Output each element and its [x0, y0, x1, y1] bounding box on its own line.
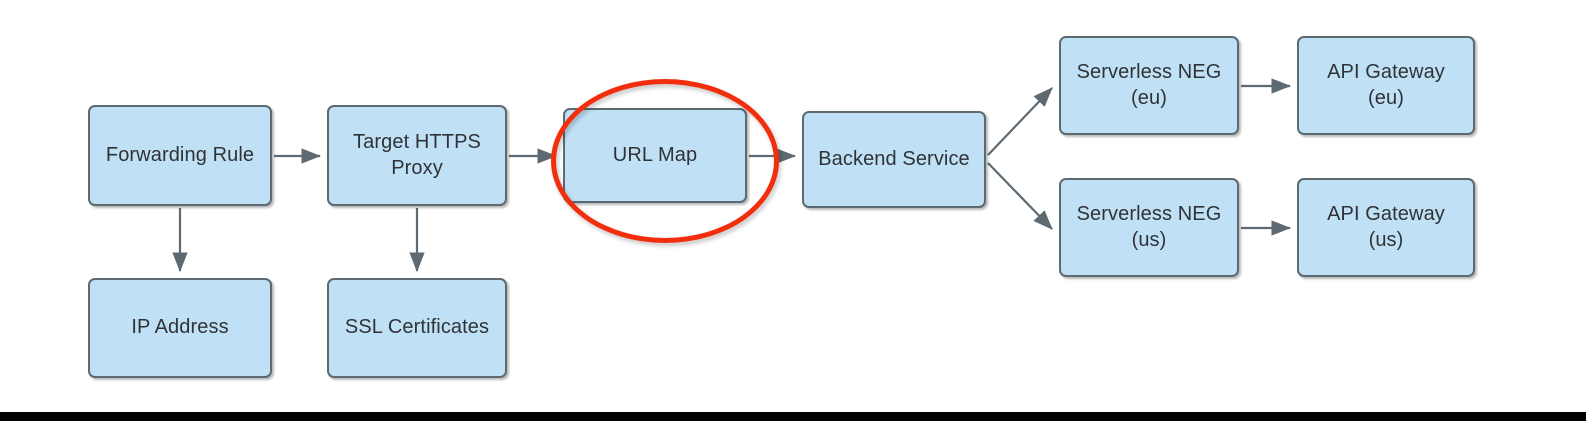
- node-serverless-neg-us[interactable]: Serverless NEG (us): [1059, 178, 1239, 277]
- edge-backend-service-to-serverless-neg-eu: [987, 87, 1053, 156]
- node-label-api-gateway-us: API Gateway (us): [1327, 202, 1445, 251]
- node-target-https-proxy[interactable]: Target HTTPS Proxy: [327, 105, 507, 206]
- node-api-gateway-us[interactable]: API Gateway (us): [1297, 178, 1475, 277]
- node-forwarding-rule[interactable]: Forwarding Rule: [88, 105, 272, 206]
- node-url-map[interactable]: URL Map: [563, 108, 747, 203]
- node-label-target-https-proxy: Target HTTPS Proxy: [353, 130, 481, 179]
- node-label-forwarding-rule: Forwarding Rule: [105, 143, 255, 166]
- node-ip-address[interactable]: IP Address: [88, 278, 272, 378]
- node-backend-service[interactable]: Backend Service: [802, 111, 986, 208]
- node-api-gateway-eu[interactable]: API Gateway (eu): [1297, 36, 1475, 135]
- node-label-url-map: URL Map: [612, 143, 698, 166]
- node-label-ssl-certificates: SSL Certificates: [344, 316, 490, 339]
- node-label-ip-address: IP Address: [131, 316, 229, 339]
- edge-backend-service-to-serverless-neg-us: [987, 162, 1053, 230]
- bottom-black-bar: [0, 412, 1586, 421]
- node-label-backend-service: Backend Service: [818, 147, 970, 170]
- node-label-api-gateway-eu: API Gateway (eu): [1327, 60, 1445, 109]
- node-serverless-neg-eu[interactable]: Serverless NEG (eu): [1059, 36, 1239, 135]
- node-label-serverless-neg-eu: Serverless NEG (eu): [1076, 60, 1222, 109]
- node-label-serverless-neg-us: Serverless NEG (us): [1076, 202, 1222, 251]
- node-ssl-certificates[interactable]: SSL Certificates: [327, 278, 507, 378]
